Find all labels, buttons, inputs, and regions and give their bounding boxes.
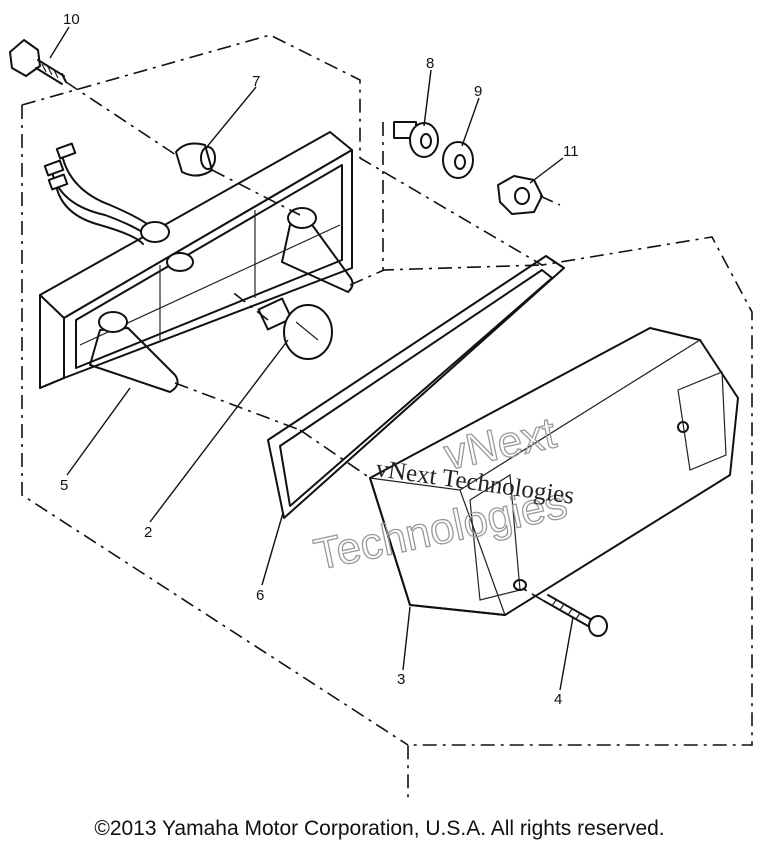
callout-11: 11 bbox=[563, 143, 579, 160]
callout-10: 10 bbox=[63, 11, 80, 28]
callout-5: 5 bbox=[60, 477, 68, 494]
callout-9: 9 bbox=[474, 83, 482, 100]
callout-8: 8 bbox=[426, 55, 434, 72]
lamp-housing bbox=[39, 131, 354, 393]
washer-9 bbox=[442, 141, 474, 179]
callout-6: 6 bbox=[256, 587, 264, 604]
nut-11 bbox=[497, 175, 543, 215]
callout-2: 2 bbox=[144, 524, 152, 541]
callout-3: 3 bbox=[397, 671, 405, 688]
copyright-notice: ©2013 Yamaha Motor Corporation, U.S.A. A… bbox=[94, 817, 665, 840]
lens bbox=[369, 327, 739, 616]
callout-7: 7 bbox=[252, 73, 260, 90]
bolt-8 bbox=[393, 121, 439, 158]
gasket bbox=[267, 255, 565, 519]
screw-10 bbox=[9, 39, 67, 85]
leader-lines bbox=[49, 26, 574, 691]
screw-4 bbox=[543, 594, 608, 637]
callout-4: 4 bbox=[554, 691, 562, 708]
grommet bbox=[175, 142, 216, 177]
bulb bbox=[257, 297, 333, 360]
callout-labels: 10 7 8 9 11 5 2 6 3 4 bbox=[60, 11, 579, 708]
